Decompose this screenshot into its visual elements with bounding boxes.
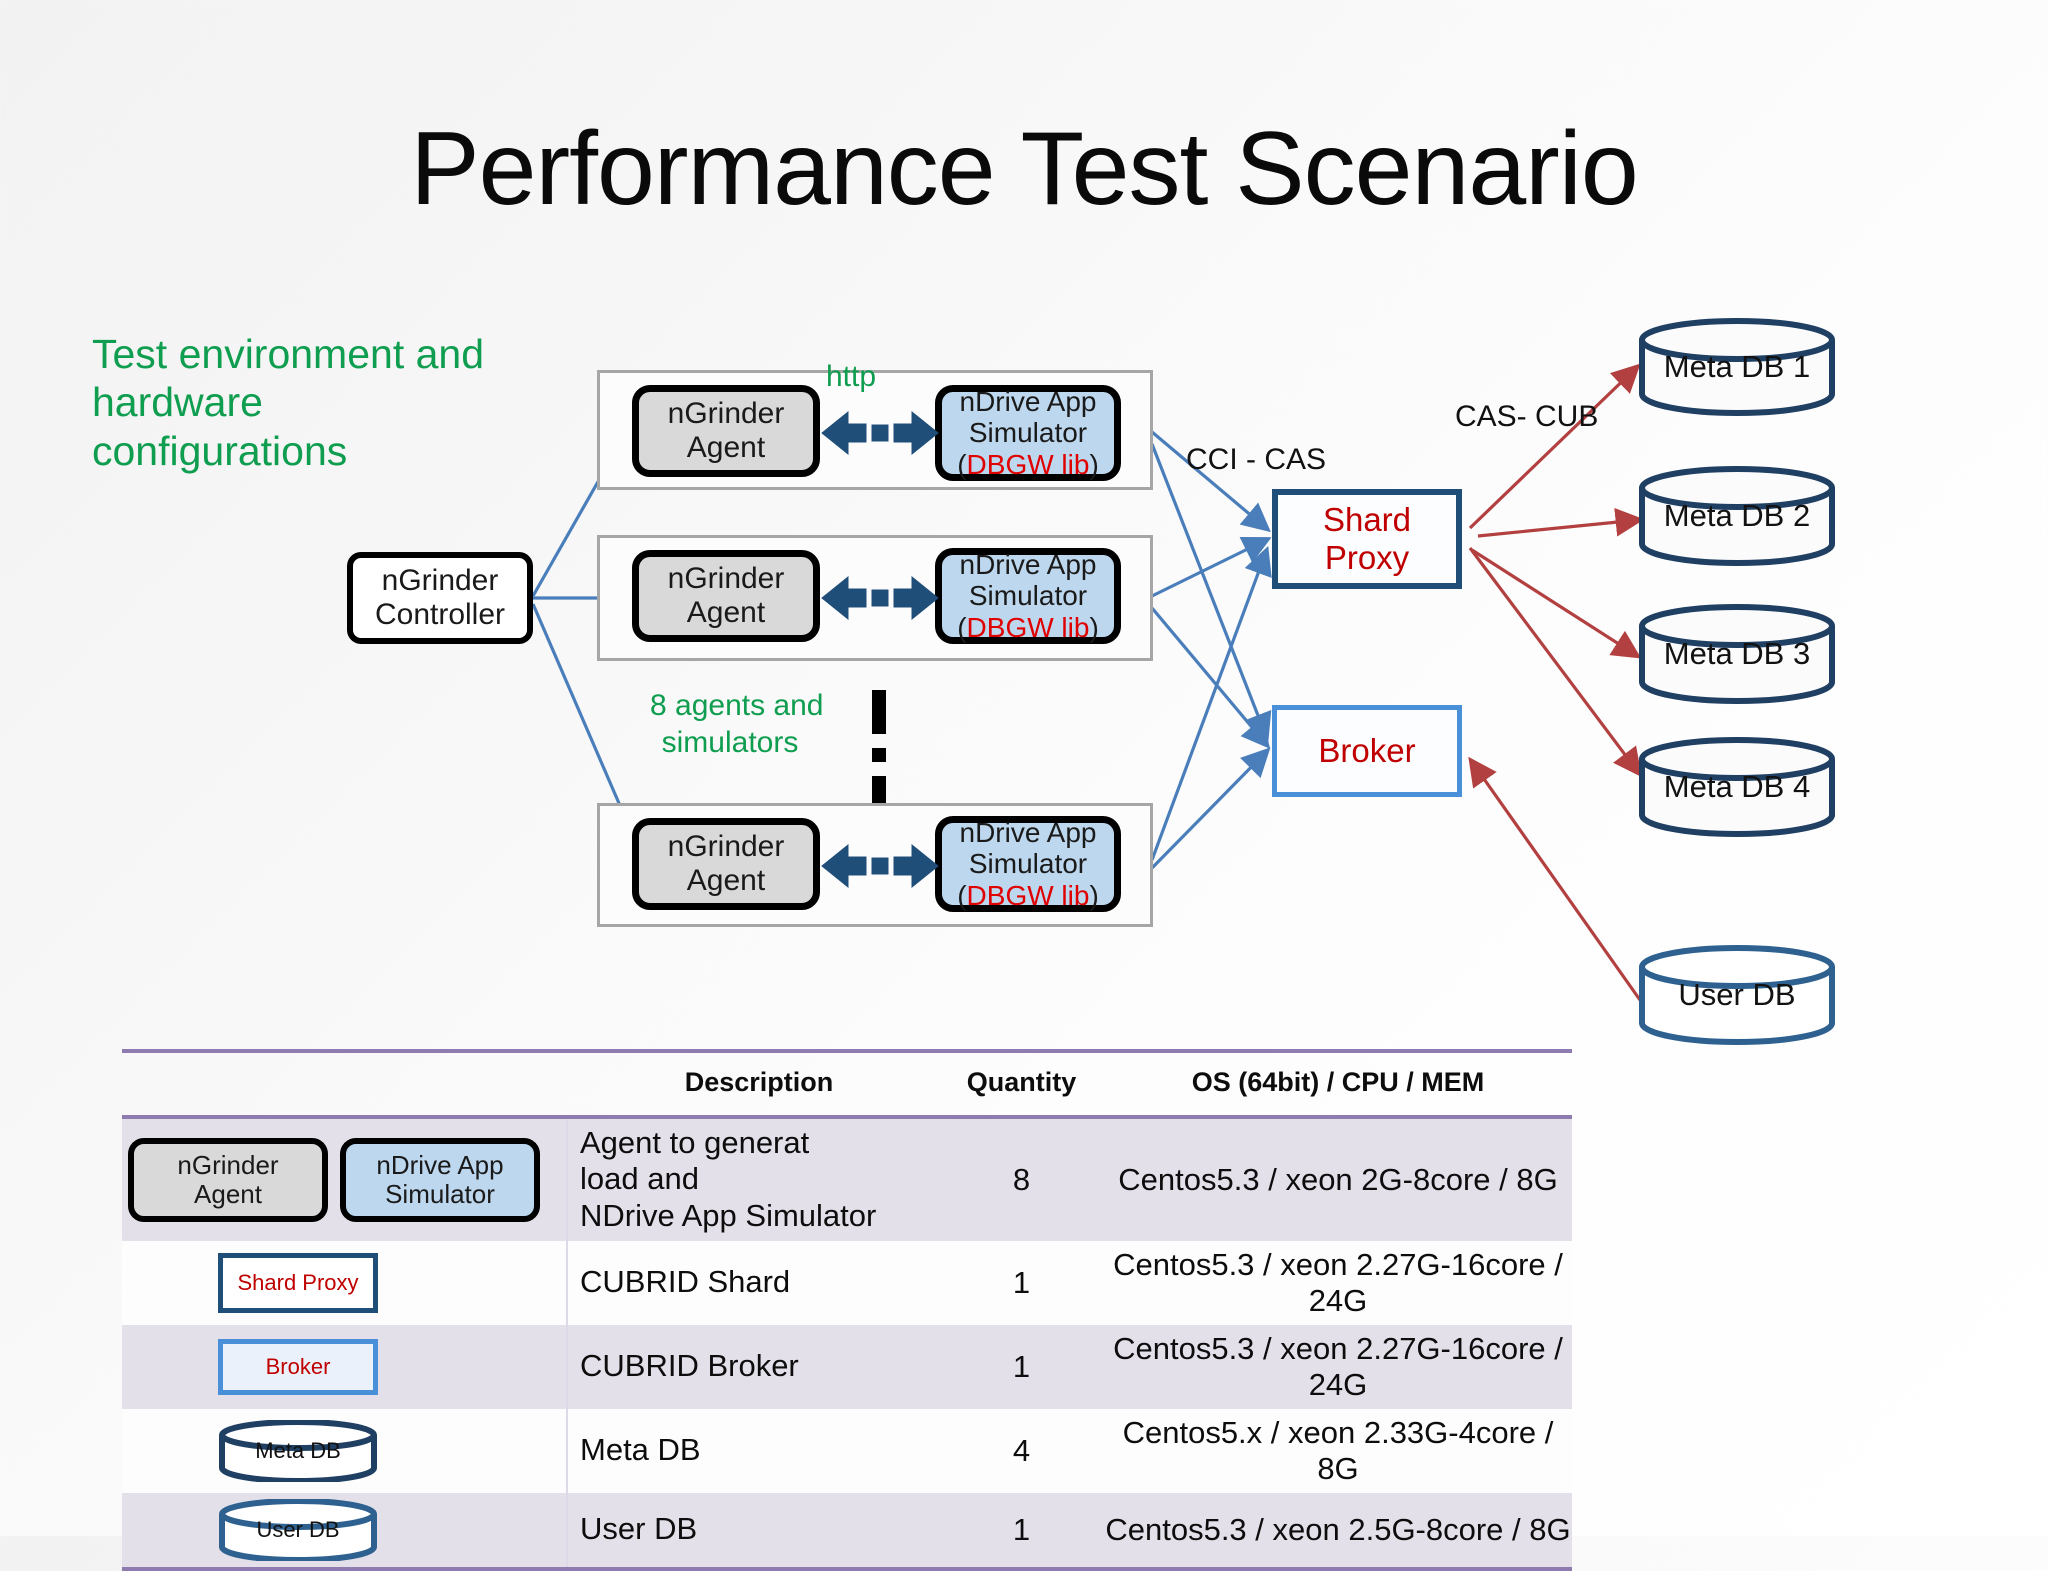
cylinder-icon: [1639, 737, 1835, 837]
sim-label-line1: nDrive App: [959, 548, 1097, 580]
col-header-icon: [122, 1051, 567, 1117]
cylinder-icon: [1639, 945, 1835, 1045]
row-os: Centos5.3 / xeon 2G-8core / 8G: [1104, 1116, 1572, 1241]
agents-count-note: 8 agents and simulators: [650, 688, 824, 761]
row-description: User DB: [566, 1492, 939, 1569]
agent-label-line2: Agent: [686, 864, 766, 897]
row-os: Centos5.3 / xeon 2.27G-16core / 24G: [1104, 1240, 1572, 1325]
agent-label-line2: Agent: [686, 431, 766, 464]
ngrinder-controller-box[interactable]: nGrinder Controller: [347, 552, 533, 644]
sim-label-line1: nDrive App: [959, 816, 1097, 848]
mini-agent-line2: Agent: [194, 1178, 262, 1209]
cylinder-icon: [1639, 466, 1835, 566]
bidirectional-arrow-2: [821, 575, 939, 621]
row-description: CUBRID Broker: [566, 1324, 939, 1409]
mini-broker-label: Broker: [265, 1353, 331, 1379]
row-description: Agent to generat load and NDrive App Sim…: [566, 1116, 939, 1241]
cylinder-icon: [1639, 604, 1835, 704]
ngrinder-agent-box-1[interactable]: nGrinder Agent: [632, 385, 820, 477]
mini-shard-proxy-icon: Shard Proxy: [218, 1252, 378, 1313]
table-row: Meta DB Meta DB 4 Centos5.x / xeon 2.33G…: [122, 1408, 1572, 1493]
mini-meta-db-icon: Meta DB: [218, 1418, 378, 1484]
table-row: Broker CUBRID Broker 1 Centos5.3 / xeon …: [122, 1324, 1572, 1409]
ndrive-simulator-box-1[interactable]: nDrive App Simulator (DBGW lib): [935, 385, 1121, 481]
database-cylinder-user-db[interactable]: User DB: [1637, 945, 1837, 1045]
bidirectional-arrow-1: [821, 410, 939, 456]
row-os: Centos5.3 / xeon 2.5G-8core / 8G: [1104, 1492, 1572, 1569]
row-quantity: 8: [939, 1116, 1104, 1241]
slide-canvas: Performance Test Scenario Test environme…: [92, 111, 1837, 1569]
bidirectional-arrow-3: [821, 843, 939, 889]
broker-label: Broker: [1318, 732, 1416, 769]
row-os: Centos5.x / xeon 2.33G-4core / 8G: [1104, 1408, 1572, 1493]
mini-proxy-label: Shard Proxy: [237, 1269, 359, 1295]
controller-label-line1: nGrinder: [381, 563, 499, 597]
sim-label-line2: Simulator: [968, 417, 1088, 449]
sim-label-dbgw: (DBGW lib): [957, 448, 1099, 480]
agent-label-line1: nGrinder: [667, 830, 785, 864]
http-label: http: [826, 360, 877, 393]
database-cylinder-meta-db-1[interactable]: Meta DB 1: [1637, 318, 1837, 416]
agents-note-line1: 8 agents and: [650, 689, 824, 722]
row-icon-cell: Meta DB: [122, 1408, 567, 1493]
database-cylinder-meta-db-3[interactable]: Meta DB 3: [1637, 604, 1837, 704]
row-description: CUBRID Shard: [566, 1240, 939, 1325]
shard-proxy-line1: Shard: [1322, 501, 1412, 539]
ngrinder-agent-box-2[interactable]: nGrinder Agent: [632, 550, 820, 642]
mini-ngrinder-agent-icon: nGrinder Agent: [128, 1137, 328, 1222]
table-row: nGrinder Agent nDrive App Simulator Agen…: [122, 1116, 1572, 1241]
row-quantity: 4: [939, 1408, 1104, 1493]
row-quantity: 1: [939, 1492, 1104, 1569]
mini-sim-line2: Simulator: [385, 1178, 495, 1209]
mini-db-label: User DB: [256, 1516, 340, 1542]
cylinder-icon: [219, 1418, 377, 1484]
ndrive-simulator-box-2[interactable]: nDrive App Simulator (DBGW lib): [935, 548, 1121, 644]
row-description: Meta DB: [566, 1408, 939, 1493]
col-header-quantity: Quantity: [966, 1067, 1077, 1098]
sim-label-dbgw: (DBGW lib): [957, 611, 1099, 643]
database-cylinder-meta-db-4[interactable]: Meta DB 4: [1637, 737, 1837, 837]
row-quantity: 1: [939, 1324, 1104, 1409]
ngrinder-agent-box-3[interactable]: nGrinder Agent: [632, 818, 820, 910]
cylinder-icon: [1639, 318, 1835, 416]
mini-user-db-icon: User DB: [218, 1497, 378, 1563]
table-row: Shard Proxy CUBRID Shard 1 Centos5.3 / x…: [122, 1240, 1572, 1325]
row-icon-cell: User DB: [122, 1492, 567, 1569]
row-icon-cell: Shard Proxy: [122, 1240, 567, 1325]
page-title: Performance Test Scenario: [410, 111, 1638, 227]
cas-cub-label: CAS- CUB: [1455, 400, 1599, 433]
cci-cas-label: CCI - CAS: [1186, 443, 1327, 476]
row-quantity: 1: [939, 1240, 1104, 1325]
col-header-description: Description: [684, 1067, 834, 1097]
hardware-spec-table: Description Quantity OS (64bit) / CPU / …: [122, 1049, 1572, 1571]
col-header-os: OS (64bit) / CPU / MEM: [1191, 1067, 1485, 1098]
broker-box[interactable]: Broker: [1272, 705, 1462, 797]
database-cylinder-meta-db-2[interactable]: Meta DB 2: [1637, 466, 1837, 566]
mini-sim-line1: nDrive App: [376, 1150, 504, 1181]
sim-label-line2: Simulator: [968, 580, 1088, 612]
row-icon-cell: Broker: [122, 1324, 567, 1409]
mini-agent-line1: nGrinder: [177, 1150, 279, 1181]
table-header-row: Description Quantity OS (64bit) / CPU / …: [122, 1051, 1572, 1117]
row-os: Centos5.3 / xeon 2.27G-16core / 24G: [1104, 1324, 1572, 1409]
agent-label-line1: nGrinder: [667, 562, 785, 596]
mini-ndrive-simulator-icon: nDrive App Simulator: [340, 1137, 540, 1222]
sim-label-line2: Simulator: [968, 848, 1088, 880]
table-row: User DB User DB 1 Centos5.3 / xeon 2.5G-…: [122, 1492, 1572, 1569]
row-icon-cell: nGrinder Agent nDrive App Simulator: [122, 1116, 567, 1241]
ndrive-simulator-box-3[interactable]: nDrive App Simulator (DBGW lib): [935, 816, 1121, 912]
agent-label-line1: nGrinder: [667, 397, 785, 431]
mini-broker-icon: Broker: [218, 1338, 378, 1395]
sim-label-dbgw: (DBGW lib): [957, 879, 1099, 911]
agents-note-line2: simulators: [661, 725, 799, 759]
agent-label-line2: Agent: [686, 596, 766, 629]
mini-db-label: Meta DB: [255, 1437, 341, 1463]
shard-proxy-box[interactable]: Shard Proxy: [1272, 489, 1462, 589]
shard-proxy-line2: Proxy: [1324, 539, 1410, 576]
controller-label-line2: Controller: [374, 598, 506, 631]
section-caption: Test environment and hardware configurat…: [92, 331, 485, 474]
sim-label-line1: nDrive App: [959, 385, 1097, 417]
